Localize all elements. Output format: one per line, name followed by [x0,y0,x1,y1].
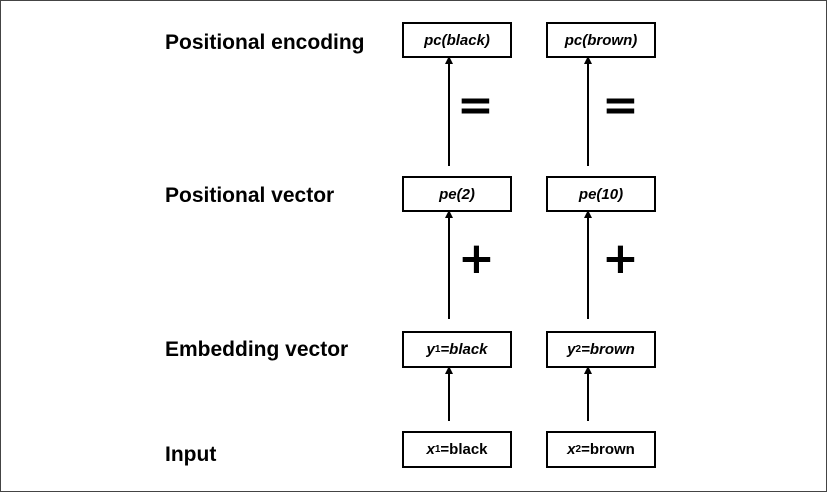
node-right-embedding-var: y [567,341,576,358]
node-left-embedding-val: =black [440,341,488,358]
node-right-positional-encoding-text: pc(brown) [564,31,638,49]
node-left-input-var: x [426,441,435,458]
node-left-positional-vector: pe(2) [402,176,512,212]
node-left-positional-vector-text: pe(2) [439,185,475,203]
label-positional-vector: Positional vector [165,184,335,207]
node-left-positional-encoding-text: pc(black) [424,31,490,49]
node-right-positional-encoding: pc(brown) [546,22,656,58]
plus-operator-right: + [602,233,639,284]
label-input: Input [165,443,217,466]
node-right-embedding-val: =brown [581,341,635,358]
node-right-input-val: =brown [581,441,635,458]
node-right-positional-vector: pe(10) [546,176,656,212]
equals-operator-right: = [602,80,639,131]
plus-operator-left: + [458,233,495,284]
node-left-positional-encoding: pc(black) [402,22,512,58]
node-left-input-val: =black [440,441,488,458]
label-positional-encoding: Positional encoding [165,31,365,54]
node-right-positional-vector-text: pe(10) [578,185,624,203]
label-embedding-vector: Embedding vector [165,338,349,361]
equals-operator-left: = [457,80,494,131]
node-left-embedding-var: y [426,341,435,358]
node-right-input-var: x [567,441,576,458]
